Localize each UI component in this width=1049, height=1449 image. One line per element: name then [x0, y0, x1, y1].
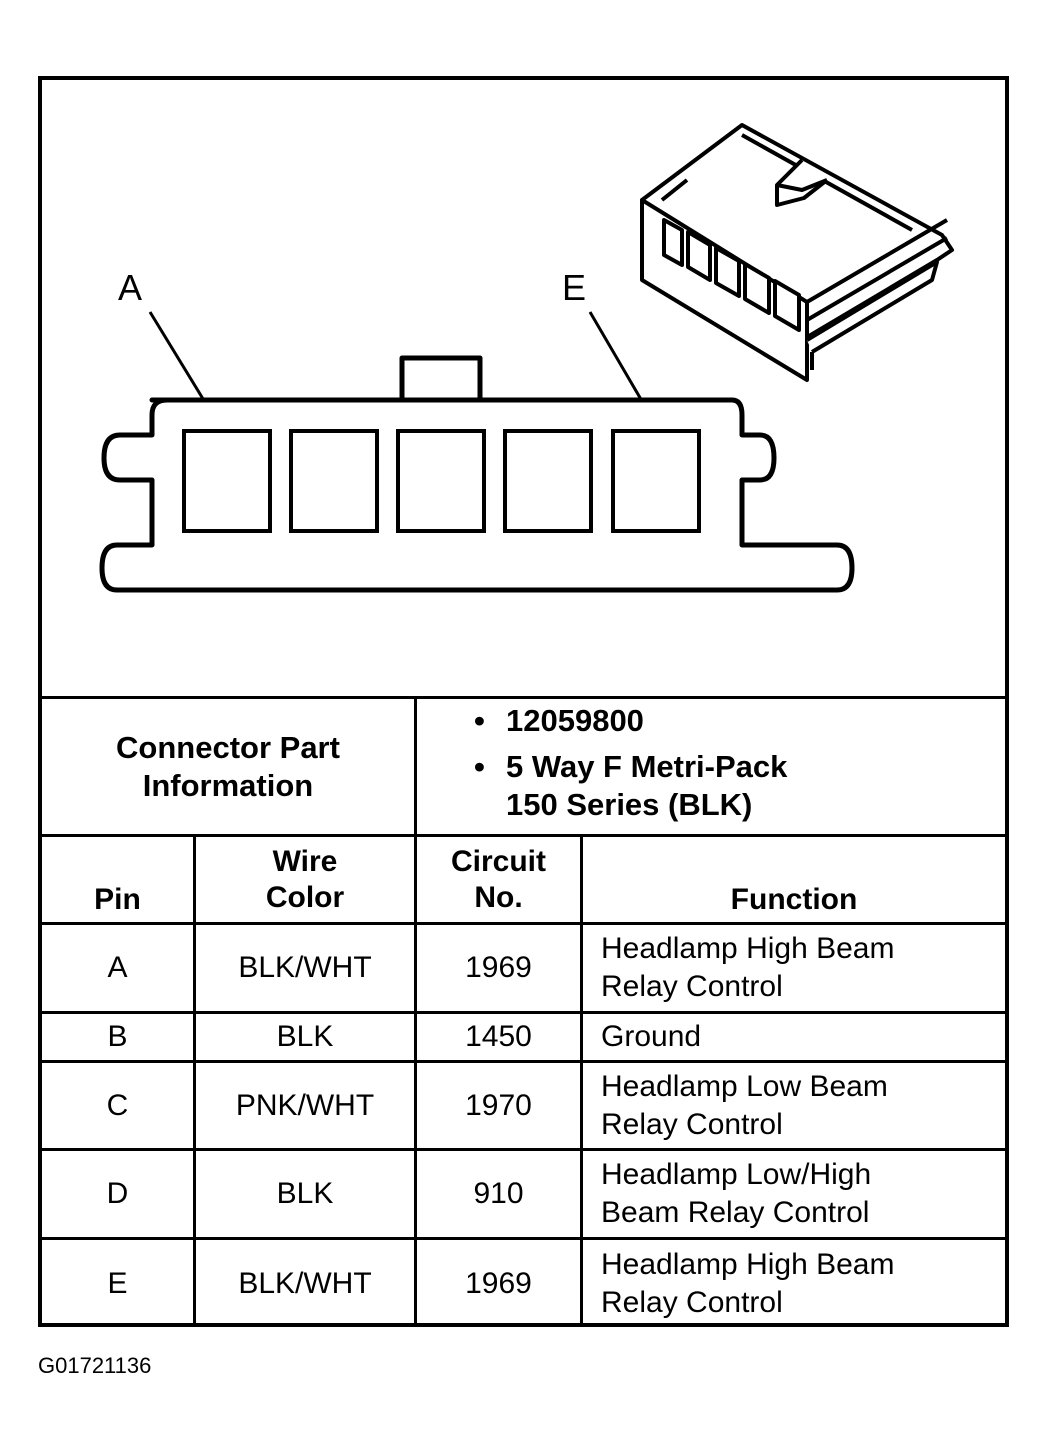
cell-pin: A: [107, 951, 128, 984]
pin-cavity-a: [182, 429, 272, 533]
cell-circuit: 1969: [465, 1266, 532, 1300]
divider-row-b: [42, 1011, 1005, 1014]
part-number-item: • 12059800: [474, 703, 644, 738]
cell-pin: E: [107, 1266, 128, 1300]
cell-circuit: 1970: [465, 1088, 532, 1122]
connector-3d-illustration: [640, 123, 954, 382]
callout-label-a: A: [118, 267, 142, 308]
header-function: Function: [730, 883, 858, 916]
cell-wire-color: BLK: [276, 1020, 334, 1053]
pin-cavity-e: [611, 429, 701, 533]
pin-cavity-d: [503, 429, 593, 533]
divider-row-e: [42, 1237, 1005, 1240]
figure-code: G01721136: [38, 1353, 152, 1378]
cell-pin: C: [106, 1088, 129, 1122]
cell-wire-color: PNK/WHT: [235, 1088, 375, 1122]
bullet-icon: •: [474, 703, 485, 738]
cell-pin: D: [106, 1177, 129, 1210]
pin-cavities: [182, 429, 701, 533]
cell-circuit: 1969: [465, 951, 532, 984]
pin-cavity-c: [396, 429, 486, 533]
cell-wire-color: BLK/WHT: [238, 1266, 372, 1300]
diagram-frame: A E Connector Part Information • 1205: [38, 76, 1009, 1327]
divider-row-c: [42, 1060, 1005, 1063]
header-pin: Pin: [94, 883, 141, 916]
divider-col-wire: [414, 834, 417, 1327]
connector-info-details: • 12059800 • 5 Way F Metri-Pack 150 Seri…: [474, 702, 787, 832]
description-item: • 5 Way F Metri-Pack 150 Series (BLK): [474, 749, 788, 822]
connector-drawing: A E: [99, 123, 954, 593]
cell-wire-color: BLK: [276, 1177, 334, 1210]
pin-cavity-b: [289, 429, 379, 533]
callout-label-e: E: [562, 267, 586, 308]
bullet-icon: •: [474, 749, 485, 784]
divider-info-top: [42, 696, 1005, 699]
divider-col-circuit: [580, 834, 583, 1327]
divider-col-pin: [193, 834, 196, 1327]
cell-circuit: 1450: [465, 1020, 532, 1053]
cell-wire-color: BLK/WHT: [238, 951, 372, 984]
cell-function: Ground: [601, 1020, 702, 1053]
divider-row-a: [42, 922, 1005, 925]
cell-circuit: 910: [473, 1177, 524, 1210]
divider-row-d: [42, 1148, 1005, 1151]
cell-pin: B: [107, 1020, 128, 1053]
divider-info-vertical: [414, 696, 417, 834]
connector-info-label: Connector Part Information: [116, 729, 340, 803]
divider-header-top: [42, 834, 1005, 837]
